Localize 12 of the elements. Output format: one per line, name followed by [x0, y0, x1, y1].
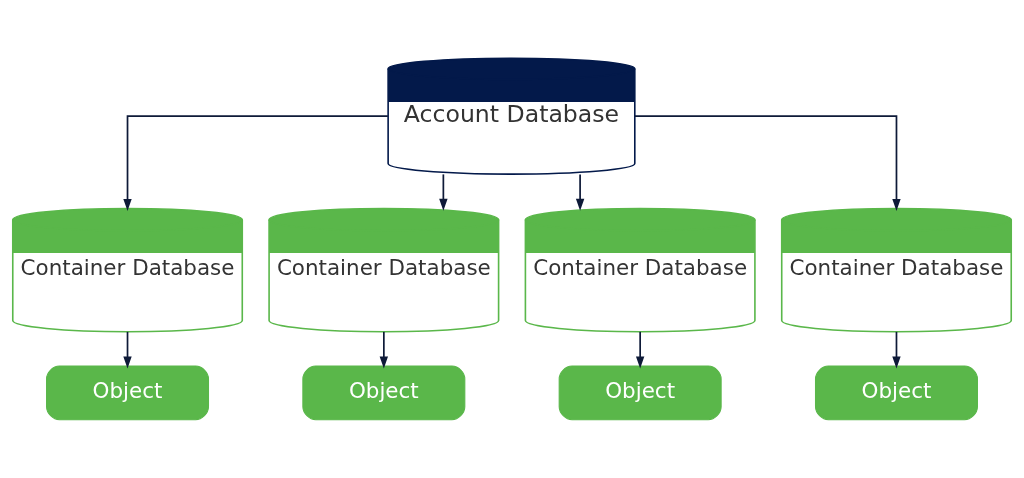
- arrow: [123, 115, 389, 211]
- node-box: Object: [46, 365, 210, 421]
- arrow: [123, 331, 132, 369]
- node-box: Object: [814, 365, 978, 421]
- arrow: [892, 331, 901, 369]
- arrow: [635, 331, 645, 369]
- arrow: [634, 115, 901, 211]
- node-box: Object: [558, 365, 722, 421]
- node-box: Object: [302, 365, 466, 421]
- arrow: [575, 173, 585, 211]
- arrow: [439, 173, 448, 211]
- arrow: [379, 331, 389, 369]
